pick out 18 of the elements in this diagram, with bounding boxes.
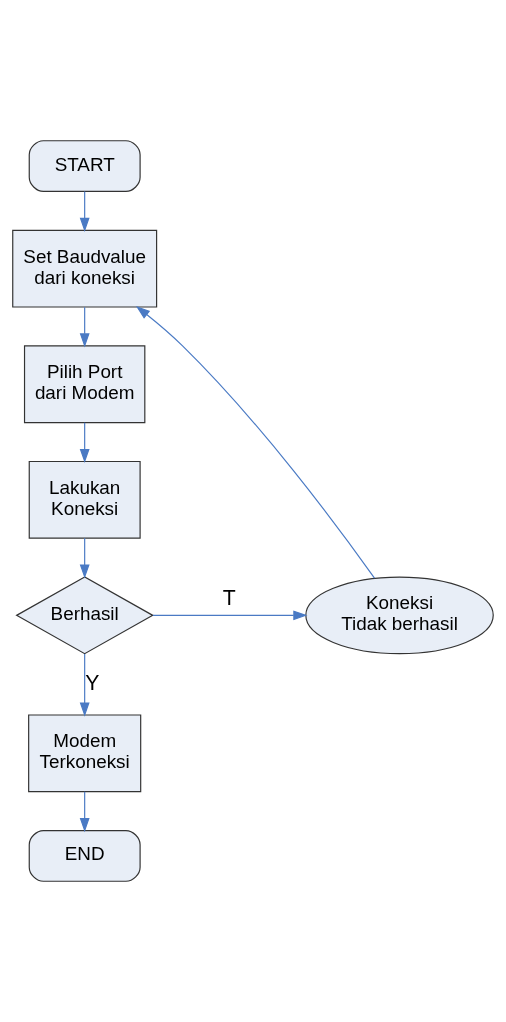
arrow — [79, 653, 90, 717]
arrow — [79, 306, 90, 348]
arrow — [79, 422, 90, 464]
node-diamond: Berhasil — [15, 576, 154, 655]
arrow — [79, 537, 90, 579]
node-box: END — [28, 830, 141, 882]
arrow — [79, 190, 90, 232]
node-box: START — [28, 140, 141, 192]
node-box: Lakukan Koneksi — [28, 460, 141, 539]
node-box: Set Baudvalue dari koneksi — [12, 229, 158, 308]
arrow — [135, 306, 376, 579]
node-ellipse: Koneksi Tidak berhasil — [305, 576, 494, 655]
node-box: Pilih Port dari Modem — [23, 345, 146, 424]
arrow — [152, 610, 308, 621]
node-box: Modem Terkoneksi — [28, 714, 142, 793]
edge-label: Y — [85, 670, 100, 694]
edge-label: T — [222, 586, 236, 610]
arrow — [79, 791, 90, 833]
